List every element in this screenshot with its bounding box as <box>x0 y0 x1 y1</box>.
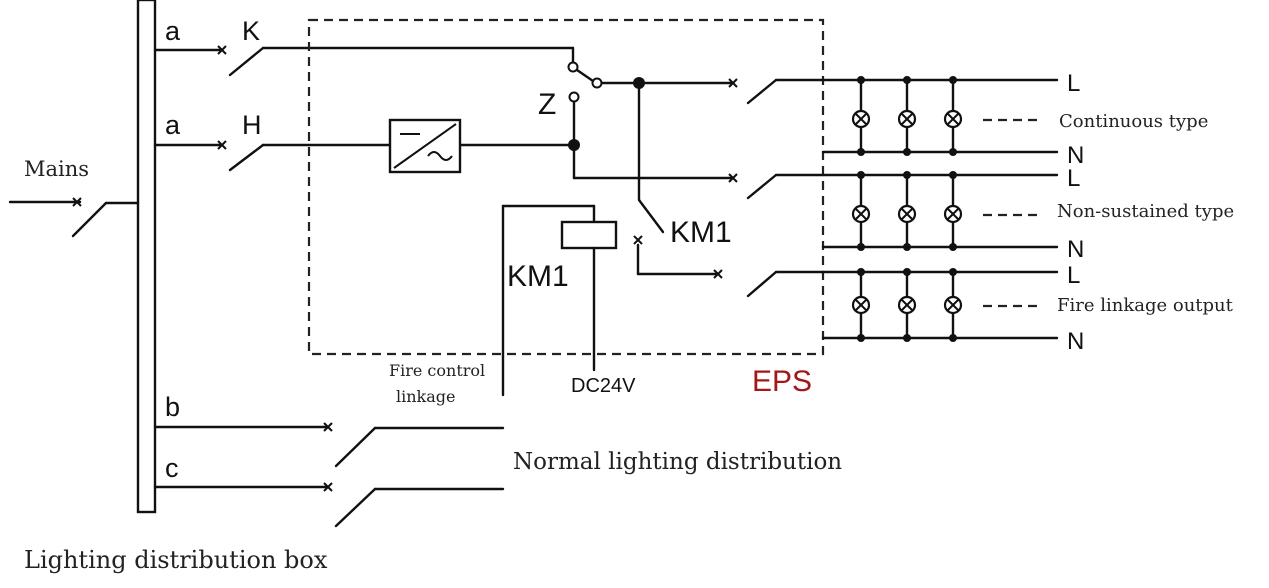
branch-c-label: c <box>165 453 179 483</box>
fire-control-line-2: linkage <box>396 387 455 406</box>
lamp-icon <box>897 204 917 224</box>
changeover-switch-z <box>567 61 734 180</box>
mains-switch <box>8 197 140 238</box>
output-breakers <box>713 78 825 298</box>
output-group-non-sustained <box>821 171 1059 251</box>
lamp-icon <box>851 204 871 224</box>
branch-b <box>153 422 505 468</box>
output-1-n: N <box>1067 142 1084 169</box>
eps-label: EPS <box>752 365 812 398</box>
dc24v-label: DC24V <box>571 375 636 397</box>
output-2-l: L <box>1067 165 1080 192</box>
lamp-icon <box>851 295 871 315</box>
output-3-type: Fire linkage output <box>1057 295 1234 316</box>
output-1-type: Continuous type <box>1059 111 1208 132</box>
fire-control-line-1: Fire control <box>389 361 485 380</box>
lamp-icon <box>943 204 963 224</box>
km1-contact-label: KM1 <box>670 216 732 249</box>
branch-a-h <box>153 140 576 172</box>
km1-coil-label: KM1 <box>507 260 569 293</box>
lamp-icon <box>897 295 917 315</box>
inverter-icon <box>388 118 462 174</box>
branch-a-label-2: a <box>165 110 181 140</box>
output-3-n: N <box>1067 328 1084 355</box>
branch-b-label: b <box>165 392 180 422</box>
km1-contact <box>633 81 720 276</box>
junction-dot <box>568 139 580 151</box>
branch-a-label-1: a <box>165 16 181 46</box>
fire-control-label: Fire control linkage <box>389 361 490 406</box>
output-1-l: L <box>1067 70 1080 97</box>
output-2-n: N <box>1067 236 1084 263</box>
switch-z-label: Z <box>538 88 556 121</box>
output-group-fire-linkage <box>821 268 1059 342</box>
output-2-type: Non-sustained type <box>1057 201 1234 222</box>
lamp-icon <box>897 109 917 129</box>
branch-a-k <box>153 45 575 77</box>
eps-boundary <box>307 18 825 356</box>
lighting-box-label: Lighting distribution box <box>24 546 328 574</box>
switch-h-label: H <box>242 110 262 140</box>
switch-k-label: K <box>242 16 260 46</box>
mains-label: Mains <box>24 157 89 181</box>
output-3-l: L <box>1067 262 1080 289</box>
lamp-icon <box>943 295 963 315</box>
output-group-continuous <box>821 76 1059 156</box>
lamp-icon <box>851 109 871 129</box>
branch-c <box>153 482 505 528</box>
busbar <box>136 0 157 514</box>
lamp-icon <box>943 109 963 129</box>
normal-lighting-label: Normal lighting distribution <box>513 449 842 475</box>
km1-coil <box>501 204 618 397</box>
